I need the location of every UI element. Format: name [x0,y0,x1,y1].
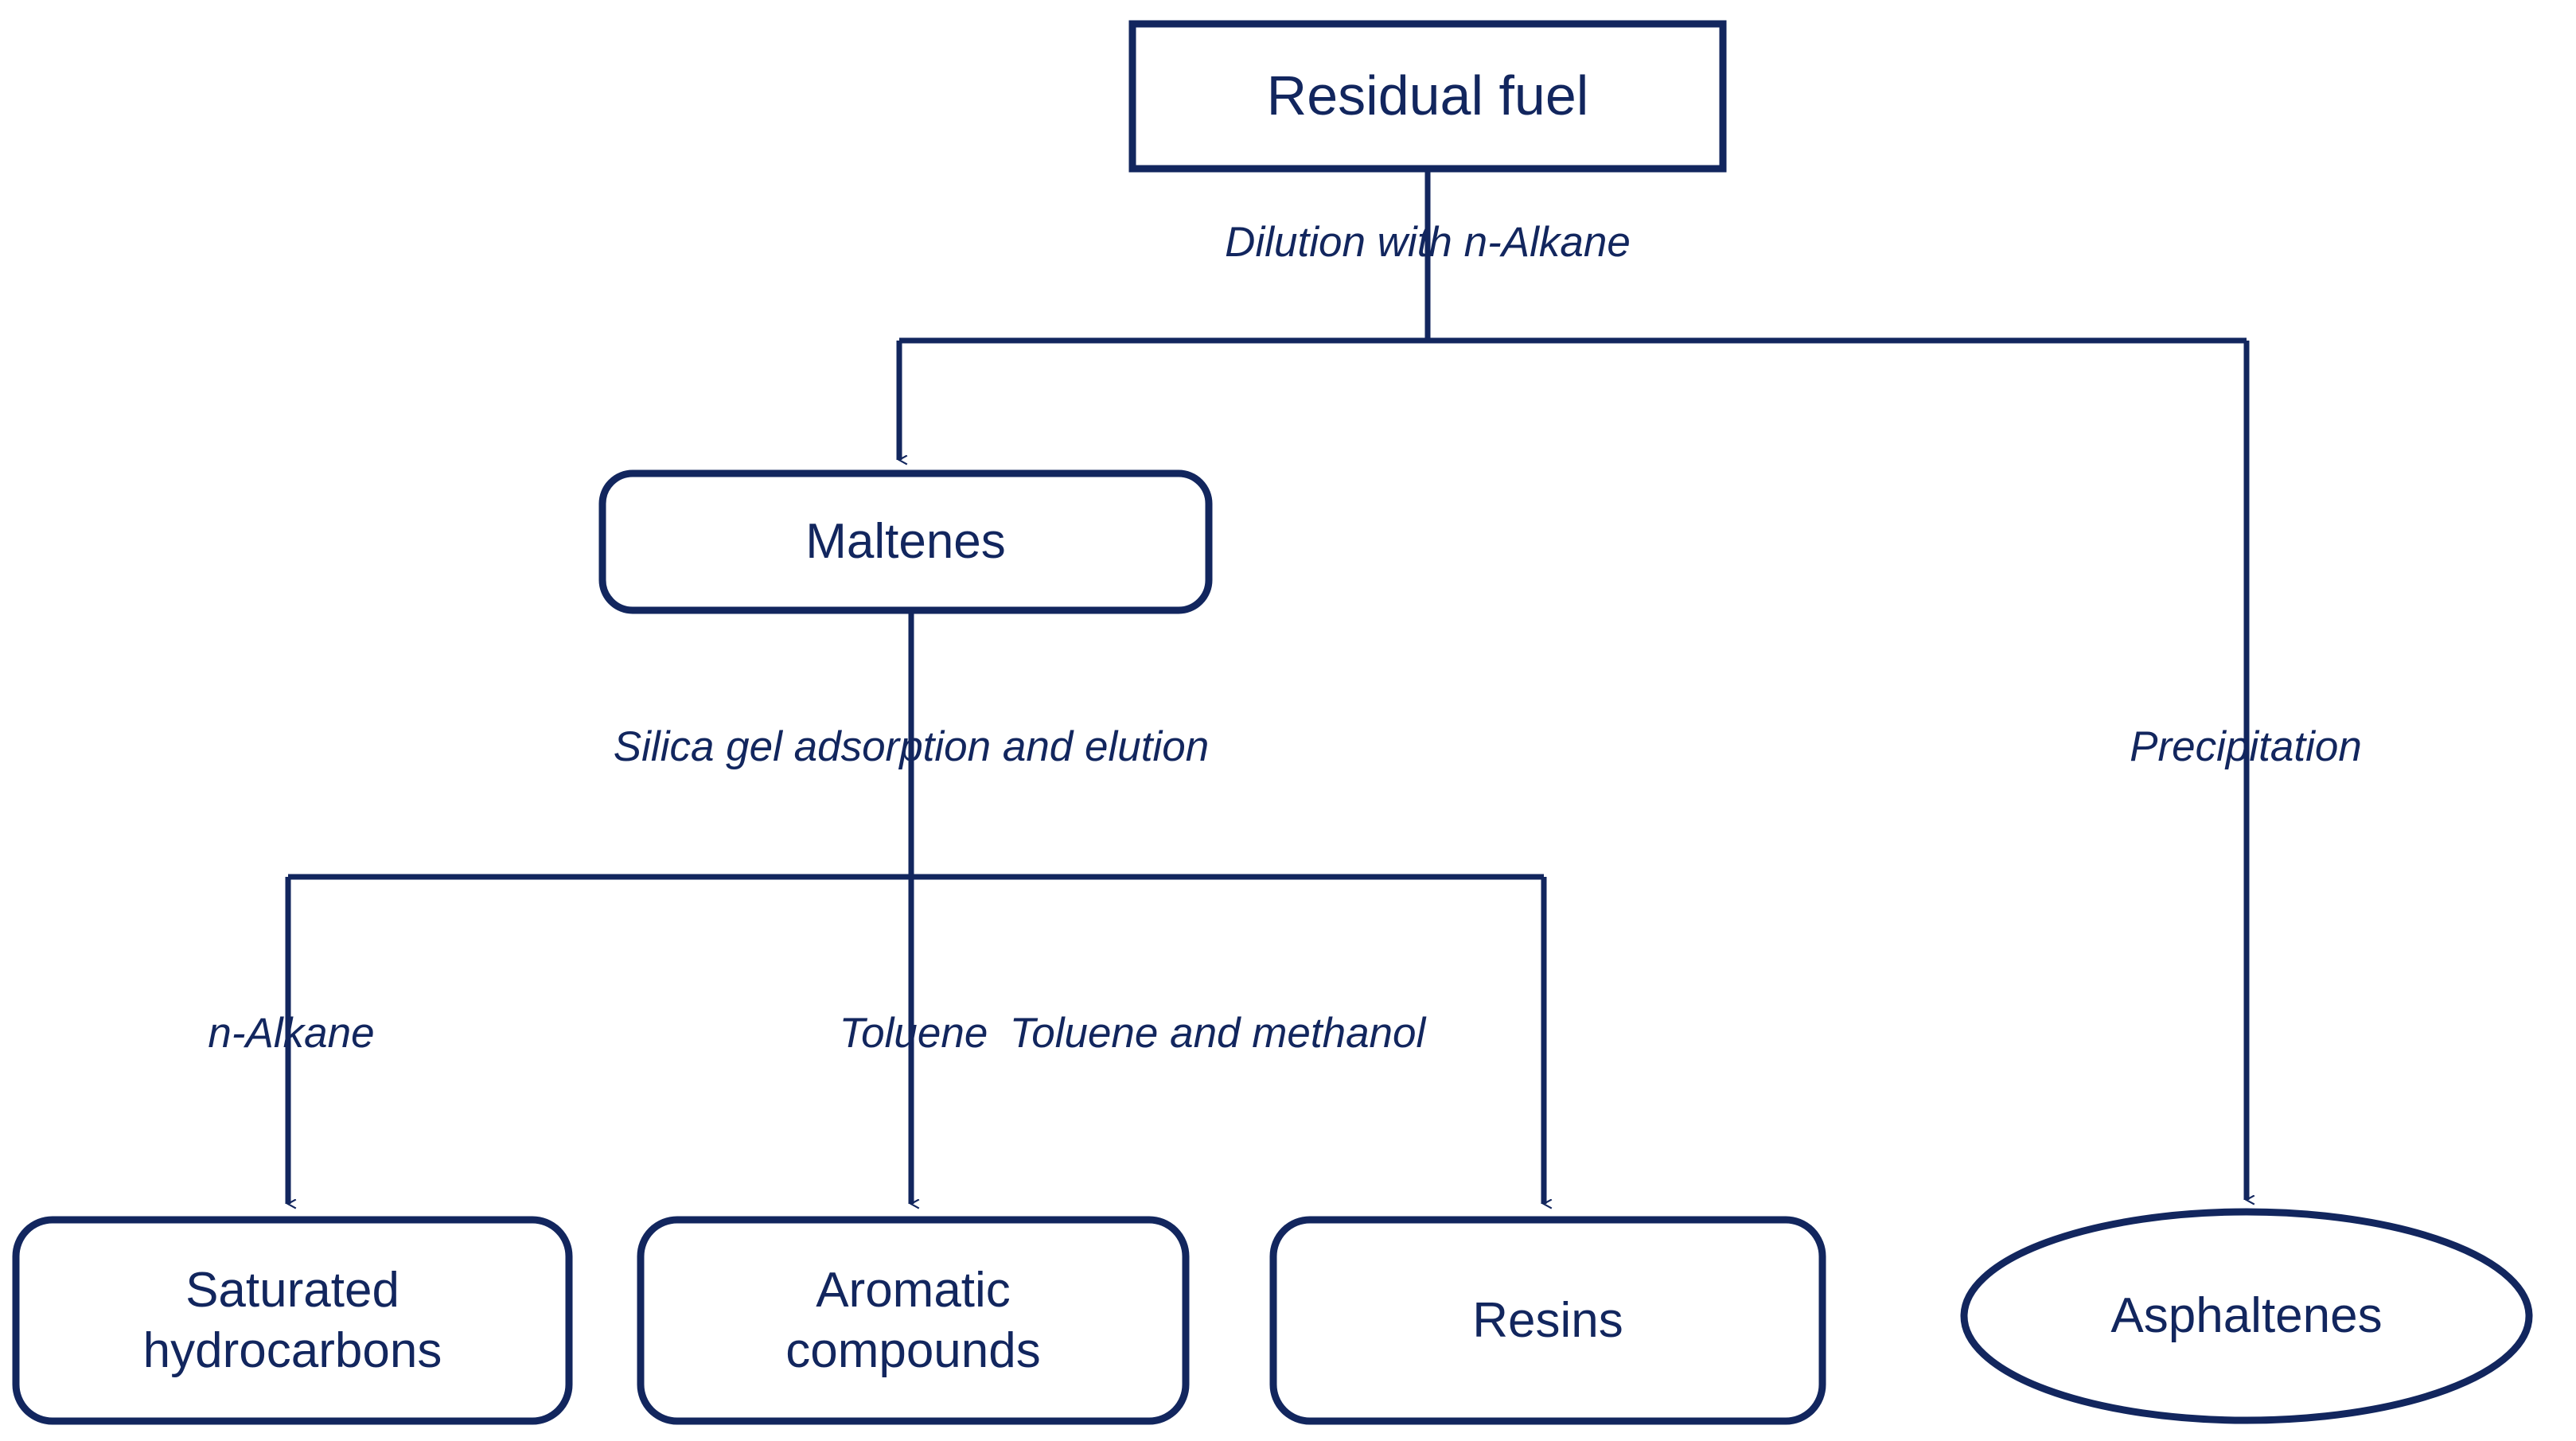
edge-label-precipitation: Precipitation [2130,723,2362,770]
edge-label-dilution: Dilution with n-Alkane [1225,219,1631,266]
node-asphaltenes-shape [1960,1208,2533,1424]
node-saturated-hydrocarbons-shape [12,1216,573,1425]
edge-label-n-alkane: n-Alkane [208,1010,375,1057]
edge-label-silica-gel: Silica gel adsorption and elution [613,723,1210,770]
node-maltenes-shape [598,469,1213,614]
node-residual-fuel-shape [1128,20,1727,173]
node-resins-shape [1269,1216,1826,1425]
edge-label-toluene: Toluene [839,1010,988,1057]
edge-label-toluene-methanol: Toluene and methanol [1009,1010,1426,1057]
node-aromatic-compounds-shape [637,1216,1190,1425]
